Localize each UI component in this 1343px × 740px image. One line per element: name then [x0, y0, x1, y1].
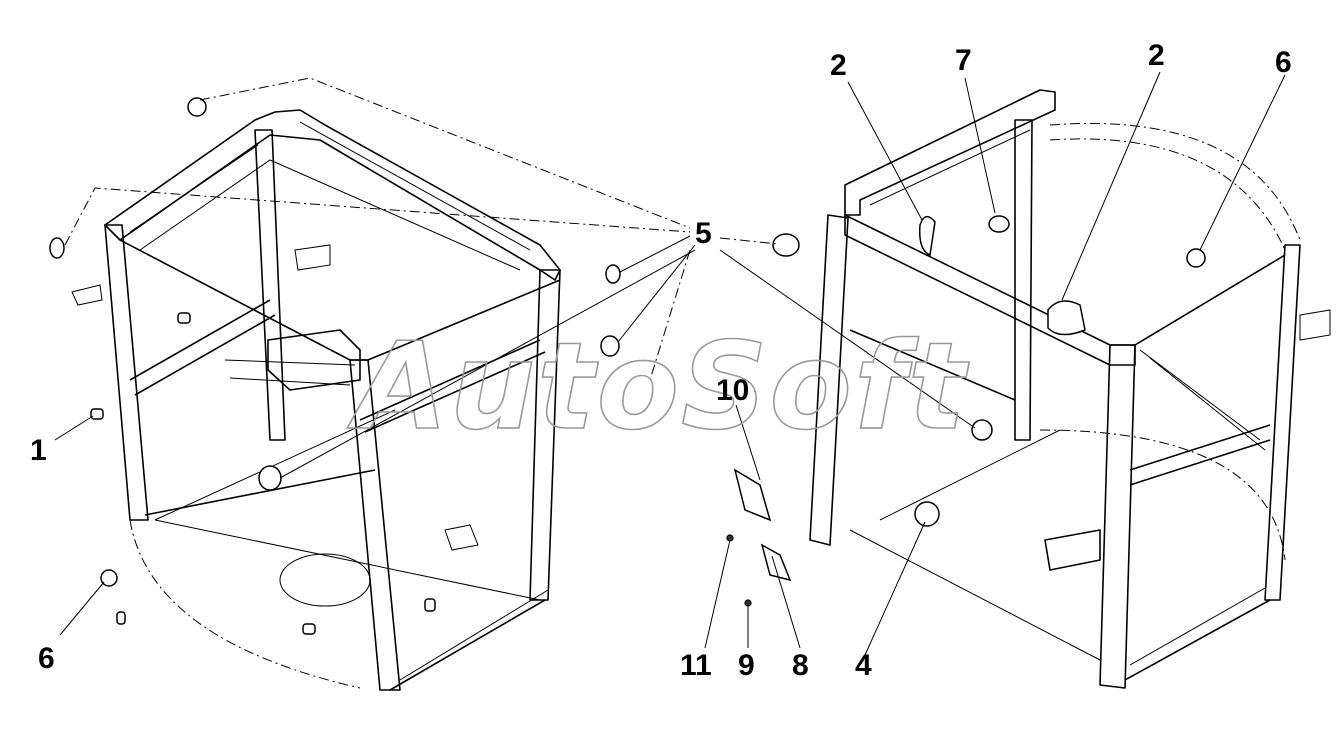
callout-6-right: 6 [1275, 46, 1292, 79]
callout-8: 8 [792, 649, 809, 682]
callout-2-right: 2 [1148, 39, 1165, 72]
callout-2-left: 2 [830, 49, 847, 82]
callout-10: 10 [716, 374, 749, 407]
callout-4: 4 [855, 649, 872, 682]
callout-9: 9 [738, 649, 755, 682]
left-cab-frame [71, 109, 561, 691]
callout-11: 11 [680, 649, 712, 682]
callout-labels: 1 2 2 4 5 6 6 7 8 9 10 11 [30, 39, 1292, 682]
watermark-text: AutoSoft [347, 318, 970, 457]
grommets [49, 97, 1206, 635]
right-cab-frame [809, 89, 1331, 689]
callout-5: 5 [695, 217, 712, 250]
callout-1: 1 [30, 434, 47, 467]
callout-6-left: 6 [38, 642, 55, 675]
bracket-parts [726, 468, 792, 607]
callout-7: 7 [955, 44, 972, 77]
leader-lines [54, 71, 1286, 656]
